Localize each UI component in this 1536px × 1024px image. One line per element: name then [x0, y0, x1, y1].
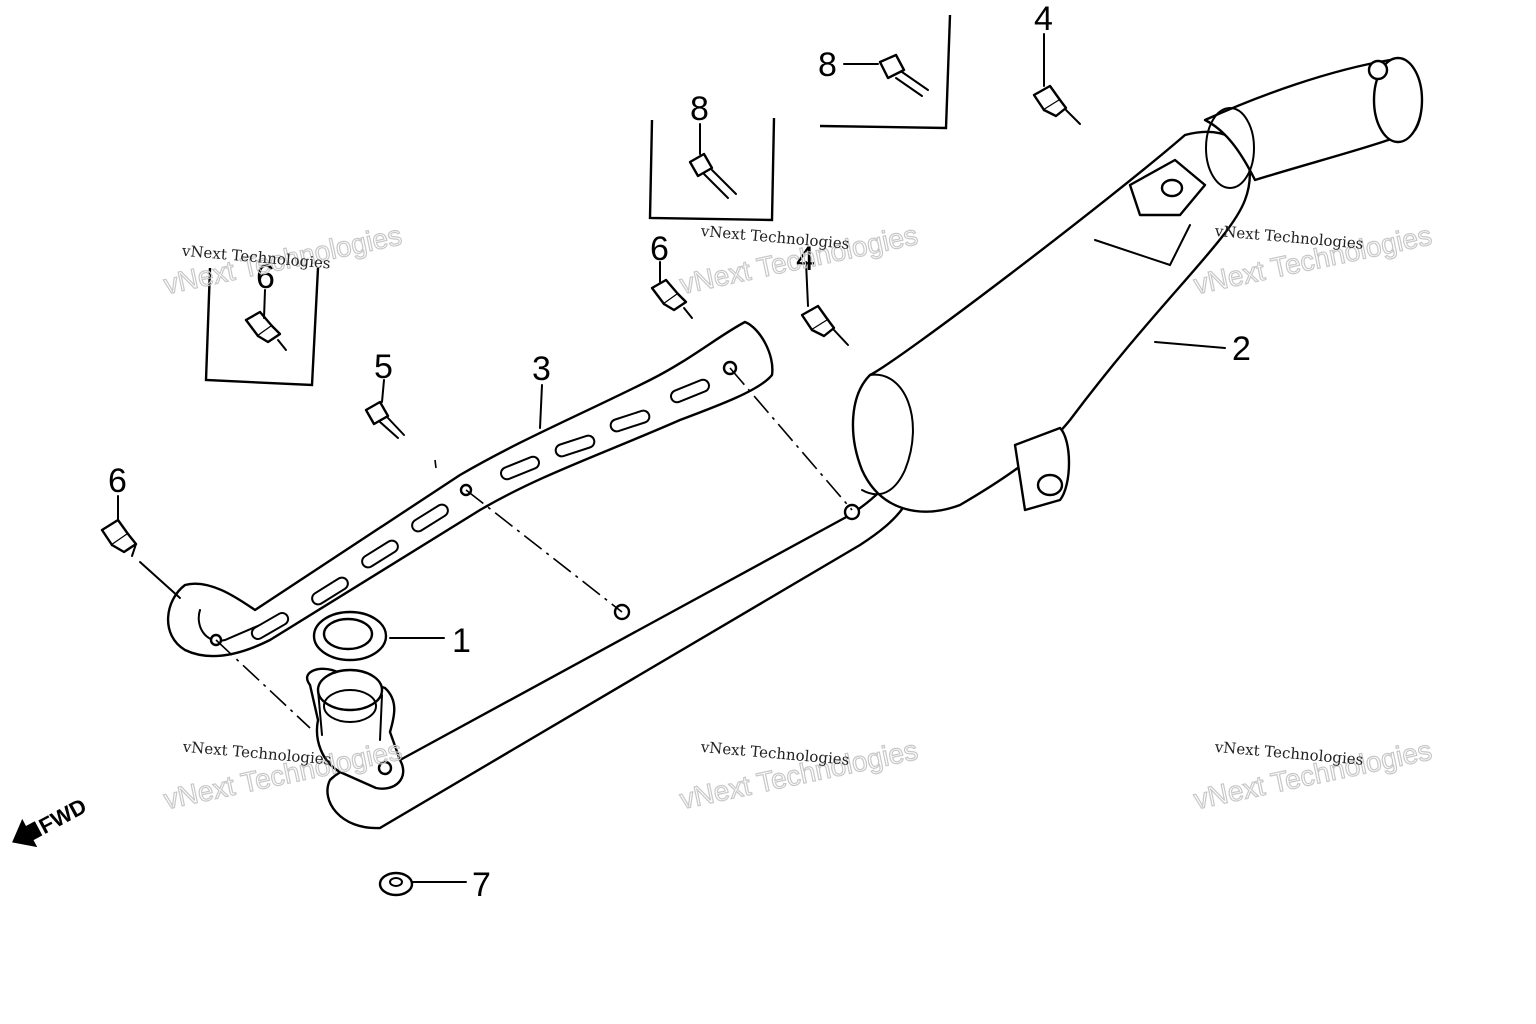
callout-5: 5: [374, 348, 393, 386]
assembly-guide-lines: [215, 367, 853, 729]
bolt-4-center[interactable]: [800, 304, 849, 346]
callout-1: 1: [452, 622, 471, 660]
muffler[interactable]: [851, 56, 1424, 513]
callout-4-top: 4: [1034, 0, 1053, 38]
callout-6-center: 6: [650, 230, 669, 268]
forward-arrow-icon: [12, 818, 43, 848]
bolt-8-top[interactable]: [878, 53, 929, 97]
bolt-5[interactable]: [364, 400, 405, 439]
callout-2: 2: [1232, 330, 1251, 368]
exhaust-pipe[interactable]: [306, 478, 907, 830]
callout-6-box: 6: [256, 258, 275, 296]
fwd-label: FWD: [35, 793, 91, 839]
bolt-4-top[interactable]: [1032, 84, 1081, 125]
heat-shield-protector[interactable]: [166, 320, 774, 658]
rubber-grommet-left[interactable]: [100, 518, 181, 599]
rubber-grommet-box[interactable]: [244, 310, 287, 351]
rubber-grommet-center[interactable]: [650, 278, 693, 319]
callout-6-left: 6: [108, 462, 127, 500]
forward-direction-indicator: FWD: [12, 793, 91, 848]
callout-3: 3: [532, 350, 551, 388]
bolt-8-center[interactable]: [688, 152, 737, 199]
callout-8-center: 8: [690, 90, 709, 128]
leader-lines: [117, 33, 1226, 883]
callout-7: 7: [472, 866, 491, 904]
detail-box-top: [819, 14, 952, 130]
callout-4-center: 4: [796, 240, 815, 278]
detail-box-left: [204, 267, 320, 387]
detail-box-center: [648, 117, 776, 222]
nut-7[interactable]: [378, 871, 414, 897]
exhaust-gasket[interactable]: [312, 610, 388, 662]
callout-8-top: 8: [818, 46, 837, 84]
